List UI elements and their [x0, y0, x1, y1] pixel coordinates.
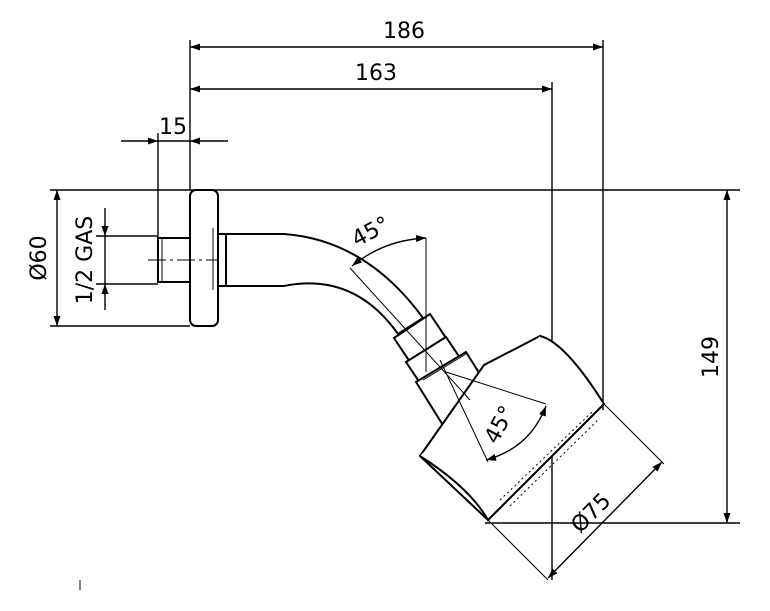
thread-nipple	[148, 237, 280, 283]
dimension-163-label: 163	[355, 61, 397, 86]
dimension-15-label: 15	[159, 115, 187, 140]
shower-arm	[217, 233, 425, 336]
dimension-149-label: 149	[699, 336, 724, 378]
dimension-thread-label: 1/2 GAS	[73, 216, 98, 304]
dimension-diameter-60: Ø60	[27, 190, 190, 327]
dimension-diameter-75: Ø75	[547, 461, 663, 579]
dimension-diameter-75-label: Ø75	[567, 489, 617, 539]
dimension-diameter-60-label: Ø60	[27, 235, 52, 280]
dimension-186: 186	[189, 19, 604, 410]
dimension-thread: 1/2 GAS	[73, 208, 158, 310]
dimension-186-label: 186	[383, 19, 425, 44]
wall-flange	[189, 189, 219, 327]
dimension-149: 149	[50, 189, 740, 524]
